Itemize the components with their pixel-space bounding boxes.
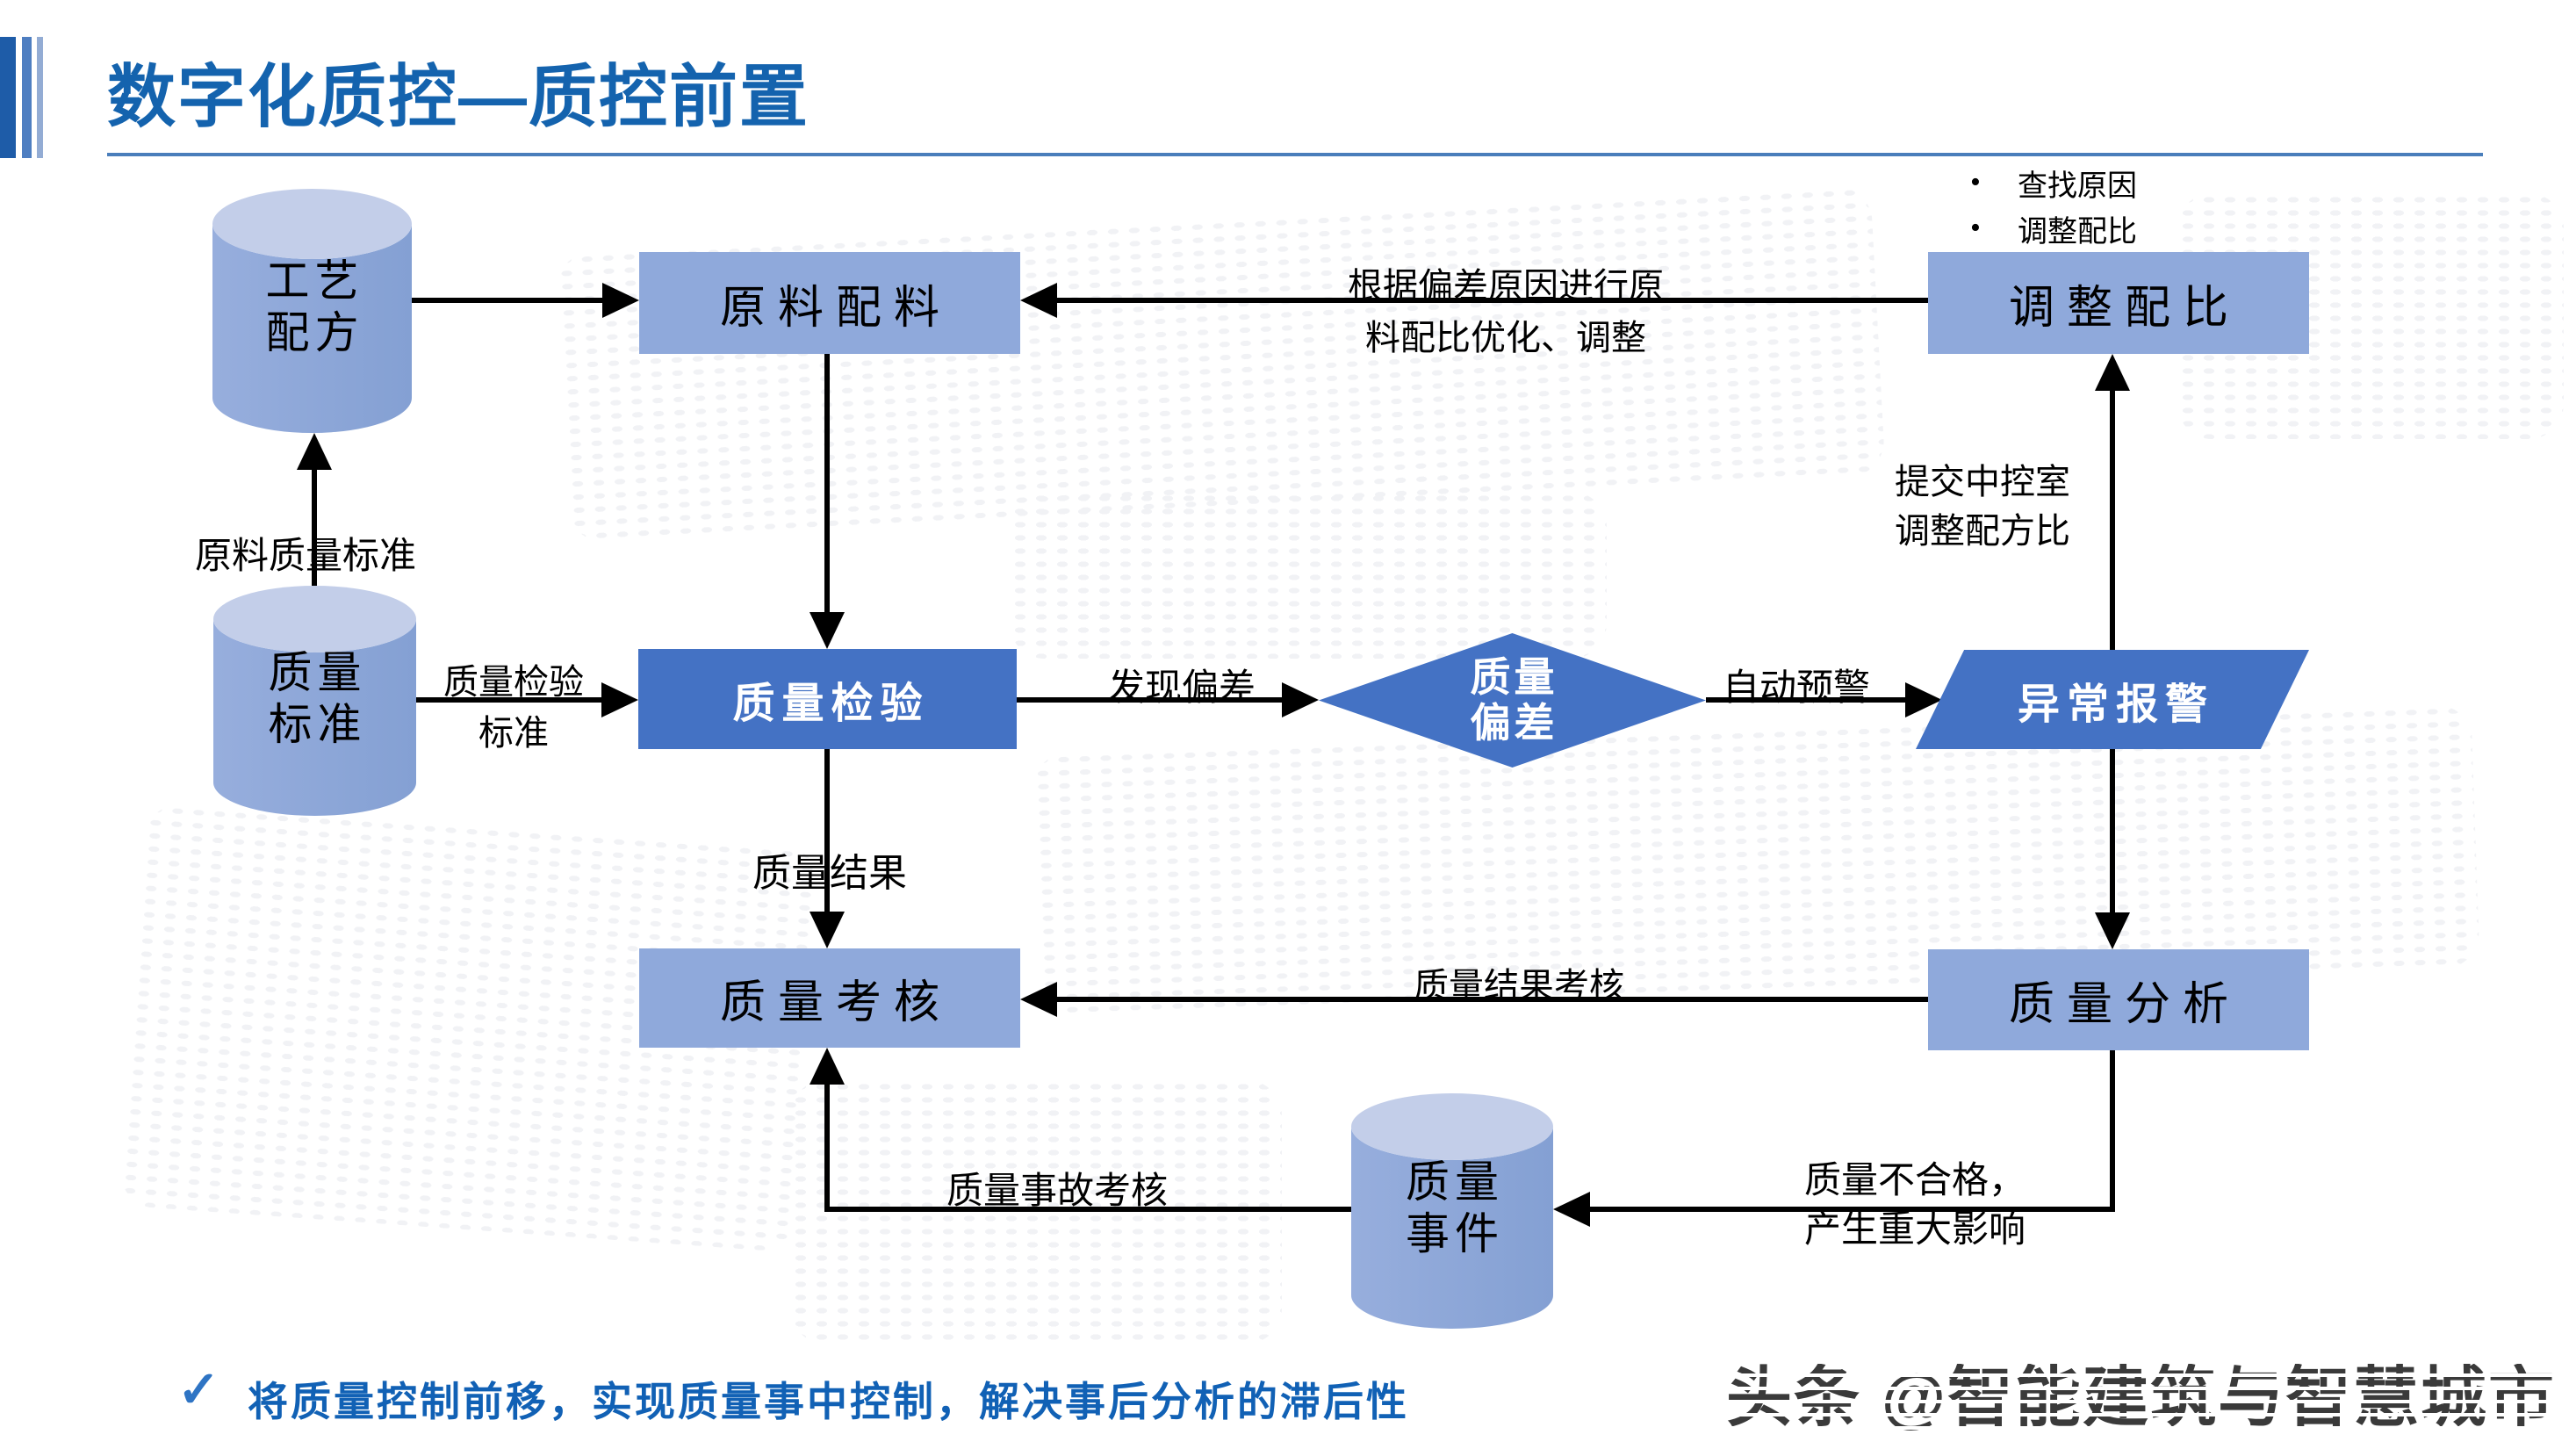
label-adjust-by-deviation-line2: 料配比优化、调整	[1365, 318, 1646, 357]
arrowhead-icon	[1020, 283, 1057, 318]
arrow-batching-to-inspection	[824, 354, 830, 612]
label-auto-warning: 自动预警	[1723, 668, 1871, 709]
arrowhead-icon	[809, 912, 845, 948]
arrow-alarm-to-adjust	[2110, 391, 2115, 650]
label-result-assessment: 质量结果考核	[1414, 966, 1624, 1006]
node-label: 偏差	[1470, 699, 1558, 746]
label-unqualified-line2: 产生重大影响	[1804, 1210, 2026, 1251]
node-label: 质量分析	[2008, 980, 2241, 1030]
note-text: 调整配比	[2018, 215, 2137, 249]
arrowhead-icon	[602, 283, 639, 318]
arrowhead-icon	[2095, 912, 2130, 949]
node-quality-inspection: 质量检验	[638, 649, 1017, 749]
node-quality-deviation-decision: 质量 偏差	[1319, 633, 1706, 768]
cylinder-shape	[212, 189, 412, 433]
note-text: 查找原因	[2018, 169, 2137, 203]
adjust-ratio-notes: • 查找原因 • 调整配比	[1970, 160, 2137, 251]
arrowhead-icon	[1553, 1192, 1590, 1227]
node-quality-assessment: 质量考核	[639, 948, 1020, 1048]
arrow-incident-to-assessment-h	[827, 1207, 1354, 1212]
node-label: 异常报警	[2017, 681, 2214, 728]
node-label: 质量	[1470, 653, 1558, 700]
node-label: 调整配比	[2008, 283, 2241, 334]
node-label: 质量检验	[732, 681, 930, 727]
arrow-analysis-to-incident-h	[1590, 1207, 2112, 1212]
arrowhead-icon	[297, 433, 332, 470]
node-quality-standard-cylinder: 质量 标准	[213, 586, 416, 816]
arrowhead-icon	[1282, 682, 1319, 717]
label-deviation-found: 发现偏差	[1108, 668, 1256, 709]
cylinder-shape	[213, 586, 416, 816]
arrowhead-icon	[809, 612, 845, 649]
bullet-icon: •	[1970, 212, 1981, 244]
node-label: 质量考核	[719, 978, 952, 1028]
diamond-shape	[1319, 633, 1706, 768]
arrow-analysis-to-assessment	[1057, 997, 1928, 1002]
node-process-recipe-cylinder: 工艺 配方	[212, 189, 412, 433]
node-label: 质量	[1406, 1157, 1504, 1207]
label-adjust-by-deviation-line1: 根据偏差原因进行原	[1348, 266, 1664, 306]
label-raw-quality-standard: 原料质量标准	[195, 537, 417, 577]
bullet-icon: •	[1970, 166, 1981, 198]
arrow-analysis-to-incident-v	[2110, 1050, 2115, 1212]
accent-bar-light	[37, 37, 43, 158]
label-unqualified-line1: 质量不合格，	[1804, 1161, 2026, 1201]
checkmark-icon: ✓	[177, 1361, 220, 1418]
node-quality-incident-cylinder: 质量 事件	[1351, 1093, 1553, 1329]
node-quality-analysis: 质量分析	[1928, 949, 2309, 1050]
arrow-standard-to-recipe	[312, 470, 317, 586]
arrow-deviation-to-alarm	[1706, 697, 1905, 703]
label-submit-control-line1: 提交中控室	[1895, 462, 2070, 501]
node-abnormal-alarm: 异常报警	[1916, 650, 2309, 749]
world-map-dots	[555, 184, 1886, 544]
cylinder-shape	[1351, 1093, 1553, 1329]
label-accident-assessment: 质量事故考核	[946, 1171, 1169, 1212]
label-submit-control-line2: 调整配方比	[1895, 511, 2070, 551]
page-title: 数字化质控—质控前置	[107, 58, 810, 135]
label-inspection-standard-line1: 质量检验	[443, 662, 584, 702]
title-underline	[107, 153, 2483, 156]
list-item: • 调整配比	[1970, 205, 2137, 251]
arrow-incident-to-assessment-v	[824, 1085, 830, 1212]
arrowhead-icon	[601, 682, 638, 717]
watermark-text: 头条 @智能建筑与智慧城市	[1726, 1344, 2556, 1439]
arrow-alarm-to-analysis	[2110, 749, 2115, 912]
node-label: 质量	[268, 648, 367, 697]
label-quality-result: 质量结果	[752, 852, 907, 895]
node-adjust-ratio: 调整配比	[1928, 252, 2309, 354]
accent-bar-mid	[22, 37, 32, 158]
arrowhead-icon	[809, 1048, 845, 1085]
arrowhead-icon	[1020, 982, 1057, 1017]
arrowhead-icon	[2095, 354, 2130, 391]
arrow-recipe-to-batching	[412, 298, 602, 303]
arrow-inspection-to-assessment	[824, 749, 830, 912]
world-map-dots	[790, 1080, 1282, 1344]
list-item: • 查找原因	[1970, 160, 2137, 205]
node-label: 标准	[268, 700, 367, 749]
arrow-inspection-to-deviation	[1017, 697, 1282, 703]
arrow-adjust-to-batching	[1057, 298, 1932, 303]
footer-summary-text: 将质量控制前移，实现质量事中控制，解决事后分析的滞后性	[248, 1379, 1409, 1424]
node-label: 原料配料	[719, 283, 952, 334]
accent-bar-dark	[0, 37, 16, 158]
label-inspection-standard-line2: 标准	[479, 713, 549, 753]
arrow-standard-to-inspection	[416, 697, 601, 703]
node-raw-material-batching: 原料配料	[639, 252, 1020, 354]
node-label: 工艺	[265, 256, 364, 306]
world-map-dots	[1010, 492, 1607, 659]
node-label: 事件	[1406, 1209, 1504, 1258]
node-label: 配方	[265, 308, 364, 357]
